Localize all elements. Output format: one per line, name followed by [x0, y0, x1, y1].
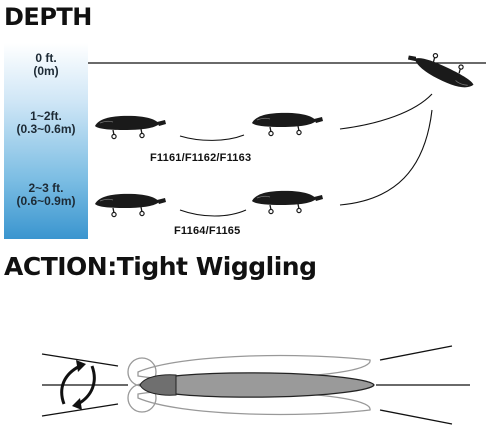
rotation-arrow-right: [77, 365, 96, 406]
depth-label-2-3ft-meters: (0.6~0.9m): [16, 194, 76, 208]
lure-body-center: [139, 372, 375, 398]
depth-label-0ft-feet: 0 ft.: [35, 51, 57, 65]
lure-row2-right-icon: [251, 190, 324, 215]
action-diagram: [41, 345, 470, 425]
lure-row1-left-icon: [94, 115, 167, 140]
depth-label-0ft-meters: (0m): [33, 64, 59, 78]
dive-path-upper: [339, 93, 433, 130]
lure-head-center: [139, 374, 177, 396]
depth-label-2-3ft-feet: 2~3 ft.: [28, 181, 64, 195]
depth-label-0ft: 0 ft. (0m): [4, 52, 88, 78]
model-label-group1: F1161/F1162/F1163: [150, 152, 252, 164]
dive-path-lower: [339, 109, 433, 206]
depth-label-1-2ft-meters: (0.3~0.6m): [16, 122, 76, 136]
motion-line-left-bottom: [41, 403, 119, 417]
rotation-arrow-left: [60, 364, 81, 405]
rotation-arrowhead-left: [76, 360, 86, 372]
motion-line-left-top: [41, 353, 119, 367]
depth-label-2-3ft: 2~3 ft. (0.6~0.9m): [4, 182, 88, 208]
depth-scale-bar: [4, 43, 88, 239]
motion-line-right-bottom: [379, 409, 453, 425]
lure-row2-left-icon: [94, 193, 167, 218]
depth-heading: DEPTH: [4, 3, 92, 31]
rotation-arrowhead-right: [72, 398, 82, 410]
action-heading: ACTION:Tight Wiggling: [4, 252, 317, 281]
swim-path-row2: [179, 209, 247, 217]
motion-line-right-top: [379, 345, 453, 361]
lure-row1-right-icon: [251, 112, 324, 137]
swim-path-row1: [179, 134, 245, 141]
model-label-group2: F1164/F1165: [174, 225, 241, 237]
depth-label-1-2ft: 1~2ft. (0.3~0.6m): [4, 110, 88, 136]
depth-label-1-2ft-feet: 1~2ft.: [30, 109, 62, 123]
lure-surface-icon: [404, 41, 480, 95]
